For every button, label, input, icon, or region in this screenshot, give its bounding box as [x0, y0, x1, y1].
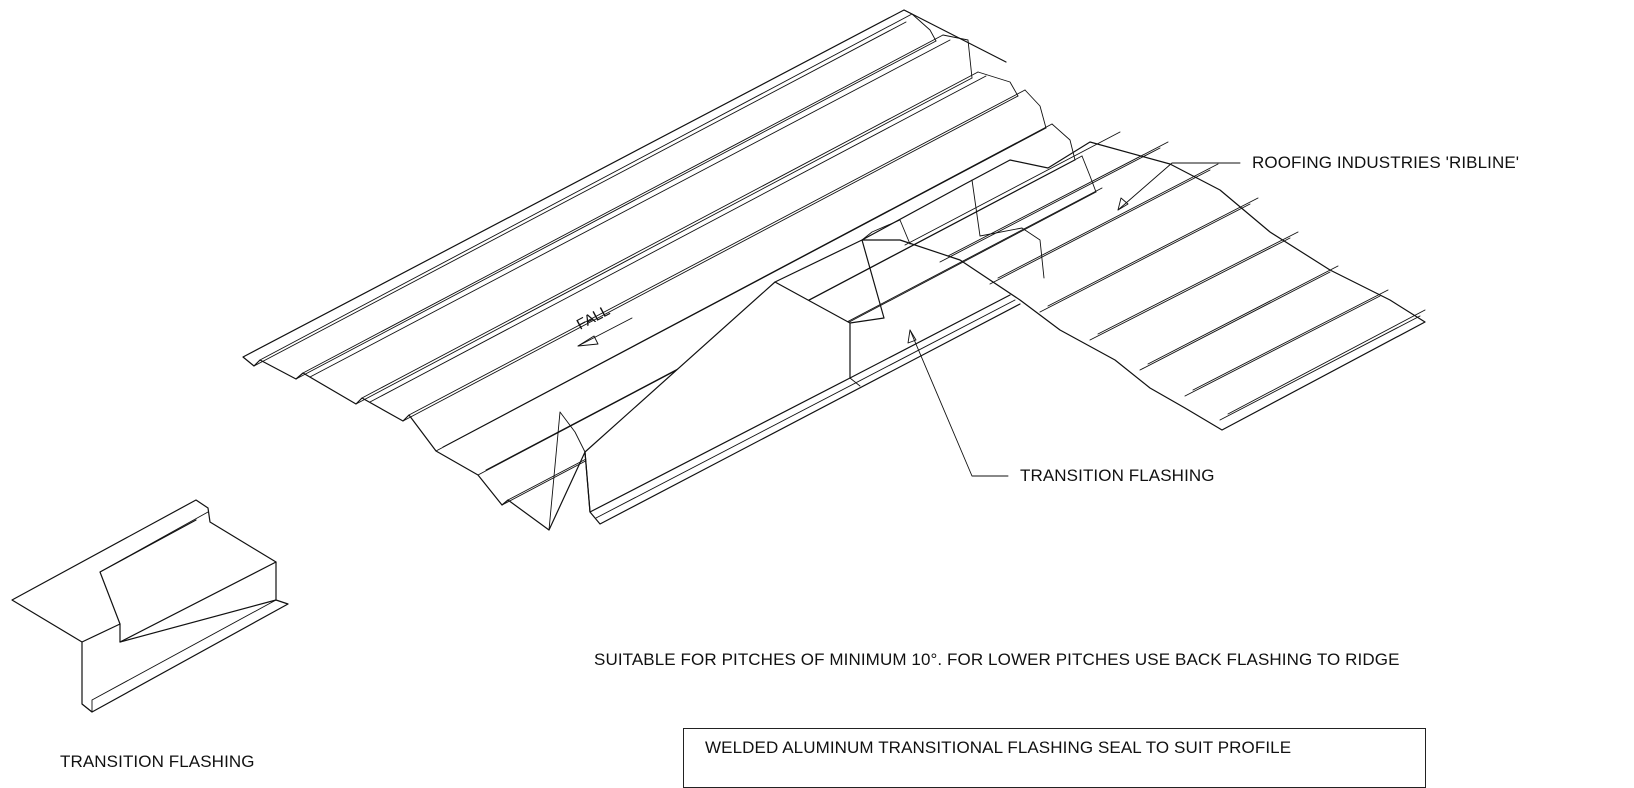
leader-lines: [907, 162, 1241, 477]
ribline-label: ROOFING INDUSTRIES 'RIBLINE': [1252, 153, 1520, 172]
fall-label: FALL: [574, 302, 613, 333]
note-box-text: WELDED ALUMINUM TRANSITIONAL FLASHING SE…: [705, 738, 1292, 757]
pitch-note: SUITABLE FOR PITCHES OF MINIMUM 10°. FOR…: [594, 650, 1400, 669]
note-box: [683, 728, 1426, 788]
transition-flashing-detail: [11, 499, 289, 713]
transition-flashing-detail-label: TRANSITION FLASHING: [60, 752, 255, 771]
transition-flashing-main: [584, 219, 1021, 525]
transition-flashing-label: TRANSITION FLASHING: [1020, 466, 1215, 485]
fall-arrow: FALL: [574, 302, 633, 347]
lower-roof-sheet: [861, 131, 1426, 431]
